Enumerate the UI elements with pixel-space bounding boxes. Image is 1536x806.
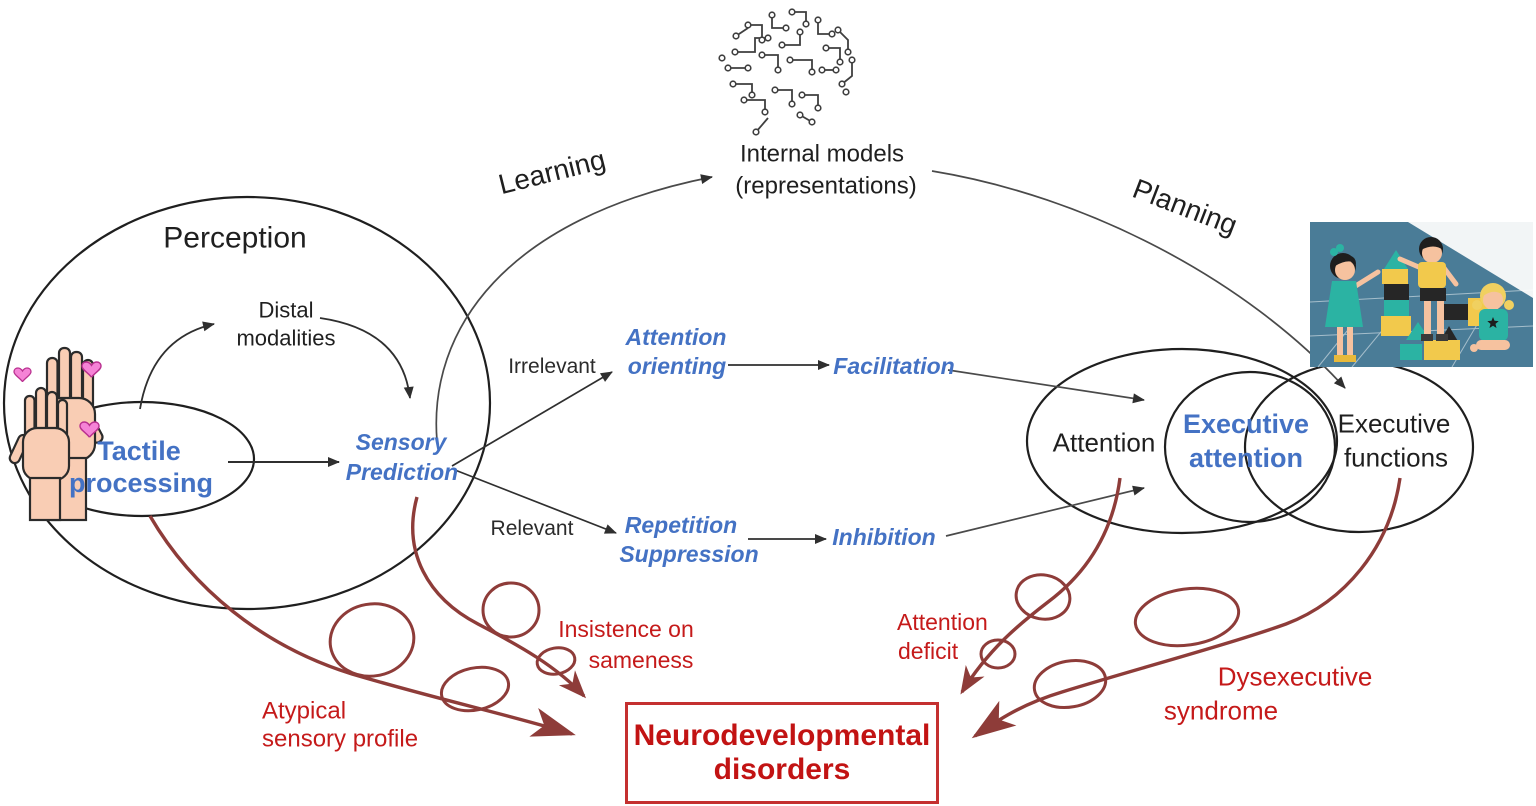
arrow-planning-to-executive-functions [931, 170, 1346, 389]
executive-attention-ellipse [1163, 370, 1337, 524]
attention-label: Attention [1052, 427, 1156, 458]
curl-loop [1014, 573, 1072, 621]
arrow-facilitation-to-executive-attention [947, 369, 1145, 404]
perception-ellipse [2, 195, 492, 611]
atypical-sensory-profile-label-line1: Atypical [262, 697, 347, 725]
tactile-processing-label-line1: Tactile [97, 435, 181, 466]
executive-functions-label-line1: Executive [1337, 408, 1451, 439]
arrow-executive-to-disorders [971, 477, 1402, 739]
arrow-sensory-to-repetition [454, 469, 617, 534]
executive-attention-label-line1: Executive [1182, 408, 1310, 439]
curl-loop [328, 602, 416, 678]
internal-models-label-line2: (representations) [735, 172, 917, 200]
raised-hands-icon [8, 346, 104, 522]
relevant-label: Relevant [490, 516, 574, 540]
heart-icon [13, 361, 102, 438]
red-curly-arrows [148, 477, 1402, 739]
inhibition-label: Inhibition [832, 523, 936, 550]
arrow-tactile-to-distal [139, 321, 215, 410]
internal-models-label-line1: Internal models [739, 140, 905, 168]
atypical-sensory-profile-label-line2: sensory profile [262, 725, 419, 753]
attention-orienting-label-line1: Attention [625, 323, 727, 350]
arrow-sensory-to-attention-orienting [451, 371, 613, 467]
curl-loop [535, 646, 577, 676]
arrow-sensory-to-disorders [411, 496, 587, 699]
arrow-attention-to-disorders [960, 477, 1122, 695]
dysexecutive-syndrome-label-line1: Dysexecutive [1217, 661, 1373, 692]
brain-circuit-icon [718, 8, 856, 136]
front-hand [8, 386, 71, 522]
curl-loop [481, 581, 541, 639]
dysexecutive-syndrome-label-line2: syndrome [1163, 695, 1279, 726]
girl-sitting [1470, 283, 1514, 352]
neurodevelopmental-disorders-label-line1: Neurodevelopmental [633, 718, 931, 752]
black-arrows [139, 170, 1346, 544]
executive-attention-label-line2: attention [1189, 442, 1303, 473]
attention-deficit-label-line1: Attention [897, 608, 988, 635]
perception-label: Perception [163, 221, 307, 255]
distal-modalities-label-line1: Distal [258, 297, 314, 323]
executive-functions-label-line2: functions [1343, 442, 1449, 473]
repetition-suppression-label-line2: Suppression [619, 540, 759, 567]
distal-modalities-label-line2: modalities [236, 325, 336, 351]
sensory-prediction-label-line1: Sensory [355, 428, 447, 455]
attention-deficit-label-line2: deficit [898, 637, 959, 664]
neurodevelopmental-disorders-box: Neurodevelopmental disorders [625, 702, 939, 804]
attention-orienting-label-line2: orienting [627, 352, 727, 379]
arrow-distal-to-sensory [319, 317, 414, 399]
attention-ellipse [1025, 347, 1339, 535]
children-playing-icon [1309, 222, 1534, 368]
circuit-nodes [718, 8, 856, 136]
facilitation-label: Facilitation [833, 352, 955, 379]
curl-loop [1032, 659, 1108, 709]
insistence-on-sameness-label-line2: sameness [588, 646, 694, 673]
arrow-inhibition-to-executive-attention [945, 485, 1145, 537]
repetition-suppression-label-line1: Repetition [624, 511, 738, 538]
curl-loop [439, 665, 511, 713]
curl-loop [979, 638, 1017, 670]
boy-building [1397, 237, 1459, 341]
insistence-on-sameness-label-line1: Insistence on [558, 615, 694, 642]
curl-loop [1133, 586, 1241, 648]
neurodevelopmental-disorders-label-line2: disorders [713, 753, 851, 786]
arrow-perception-to-disorders [148, 515, 576, 737]
sensory-prediction-label-line2: Prediction [345, 458, 459, 485]
tactile-processing-label-line2: processing [68, 467, 214, 498]
girl-standing [1325, 244, 1381, 362]
arrow-learning-to-internal-models [435, 174, 713, 442]
irrelevant-label: Irrelevant [508, 354, 596, 378]
